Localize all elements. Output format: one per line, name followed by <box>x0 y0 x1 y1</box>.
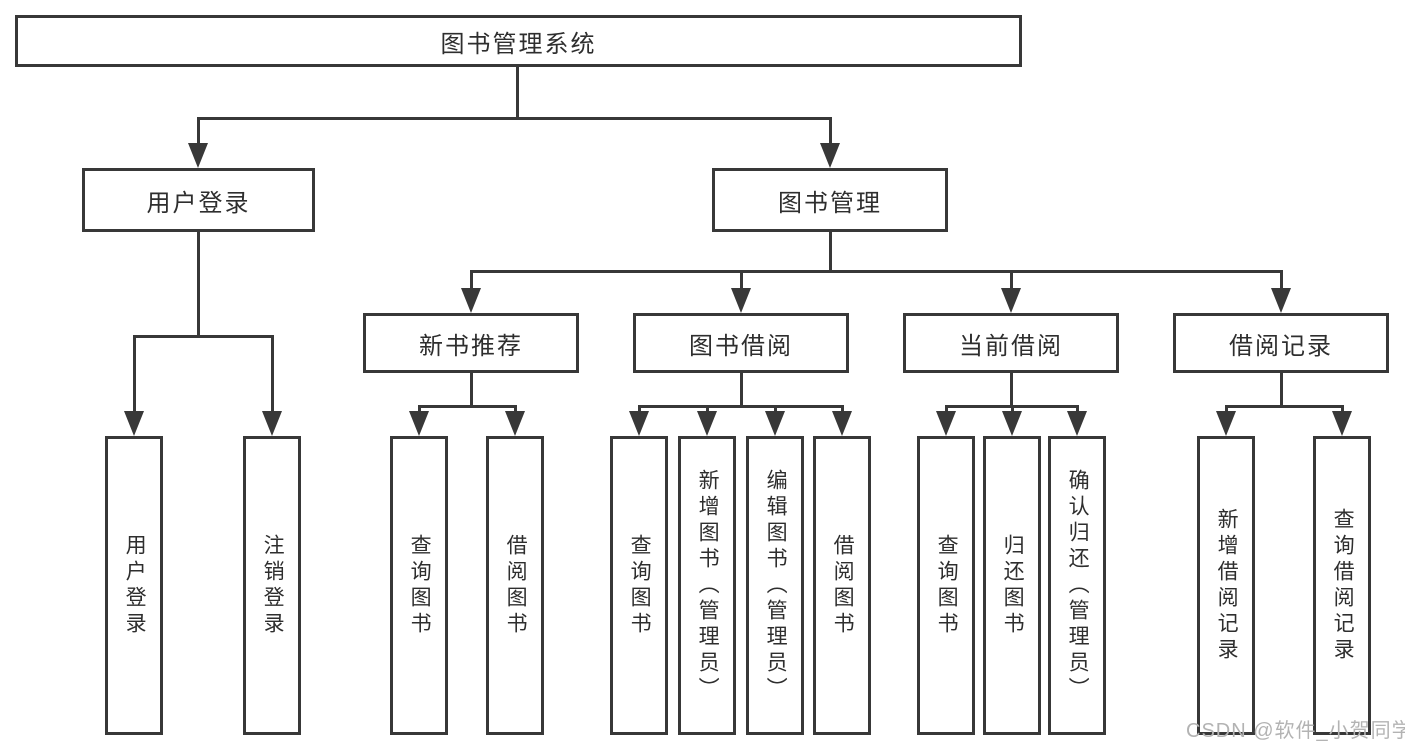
connector-line <box>515 67 519 118</box>
connector-line <box>840 406 844 413</box>
node-book-management-label: 图书管理 <box>778 189 882 217</box>
connector-line <box>1340 406 1344 413</box>
leaf-confirm-return-admin: 确认归还（管理员） <box>1048 436 1106 735</box>
arrowhead-icon <box>1001 288 1021 313</box>
connector-line <box>944 406 948 413</box>
node-book-borrow-label: 图书借阅 <box>689 332 793 360</box>
arrowhead-icon <box>461 288 481 313</box>
leaf-borrow-books-1-label: 借阅图书 <box>504 533 528 638</box>
connector-line <box>513 406 517 413</box>
connector-line <box>469 271 473 290</box>
leaf-borrow-books-2-label: 借阅图书 <box>831 533 855 638</box>
arrowhead-icon <box>1002 411 1022 436</box>
connector-line <box>637 404 844 408</box>
connector-line <box>469 373 473 406</box>
node-user-login-label: 用户登录 <box>146 189 251 217</box>
connector-line <box>1010 406 1014 413</box>
connector-line <box>1279 271 1283 290</box>
connector-line <box>828 232 832 271</box>
connector-line <box>417 404 517 408</box>
arrowhead-icon <box>1332 411 1352 436</box>
connector-line <box>773 406 777 413</box>
connector-line <box>1009 373 1013 406</box>
connector-line <box>739 373 743 406</box>
connector-line <box>1075 406 1079 413</box>
arrowhead-icon <box>262 411 282 436</box>
connector-line <box>132 336 136 413</box>
leaf-logout-label: 注销登录 <box>261 533 285 638</box>
connector-line <box>196 116 832 120</box>
arrowhead-icon <box>1216 411 1236 436</box>
connector-line <box>739 271 743 290</box>
leaf-add-borrow-record-label: 新增借阅记录 <box>1215 507 1239 664</box>
node-user-login: 用户登录 <box>82 168 315 232</box>
leaf-logout: 注销登录 <box>243 436 301 735</box>
leaf-add-book-admin-label: 新增图书（管理员） <box>696 468 720 703</box>
arrowhead-icon <box>731 288 751 313</box>
connector-line <box>705 406 709 413</box>
node-book-management: 图书管理 <box>712 168 948 232</box>
leaf-query-books-1-label: 查询图书 <box>408 533 432 638</box>
node-new-book-recommend: 新书推荐 <box>363 313 579 373</box>
node-new-book-recommend-label: 新书推荐 <box>419 332 523 360</box>
leaf-query-borrow-record: 查询借阅记录 <box>1313 436 1371 735</box>
leaf-edit-book-admin: 编辑图书（管理员） <box>746 436 804 735</box>
leaf-borrow-books-1: 借阅图书 <box>486 436 544 735</box>
leaf-query-books-3: 查询图书 <box>917 436 975 735</box>
connector-line <box>1279 373 1283 406</box>
connector-line <box>196 118 200 145</box>
leaf-query-books-3-label: 查询图书 <box>935 533 959 638</box>
arrowhead-icon <box>124 411 144 436</box>
node-current-borrow: 当前借阅 <box>903 313 1119 373</box>
leaf-query-books-1: 查询图书 <box>390 436 448 735</box>
arrowhead-icon <box>936 411 956 436</box>
watermark: CSDN @软件_小贺同学 <box>1186 720 1405 742</box>
node-borrow-records-label: 借阅记录 <box>1229 332 1333 360</box>
connector-line <box>132 334 274 338</box>
node-borrow-records: 借阅记录 <box>1173 313 1389 373</box>
leaf-query-books-2-label: 查询图书 <box>628 533 652 638</box>
leaf-borrow-books-2: 借阅图书 <box>813 436 871 735</box>
node-book-borrow: 图书借阅 <box>633 313 849 373</box>
node-current-borrow-label: 当前借阅 <box>959 332 1063 360</box>
connector-line <box>1224 404 1344 408</box>
arrowhead-icon <box>820 143 840 168</box>
arrowhead-icon <box>765 411 785 436</box>
connector-line <box>469 269 1283 273</box>
connector-line <box>828 118 832 145</box>
connector-line <box>1224 406 1228 413</box>
connector-line <box>417 406 421 413</box>
connector-line <box>270 336 274 413</box>
arrowhead-icon <box>832 411 852 436</box>
arrowhead-icon <box>409 411 429 436</box>
node-root: 图书管理系统 <box>15 15 1022 67</box>
arrowhead-icon <box>629 411 649 436</box>
leaf-query-borrow-record-label: 查询借阅记录 <box>1331 507 1355 664</box>
leaf-add-borrow-record: 新增借阅记录 <box>1197 436 1255 735</box>
arrowhead-icon <box>505 411 525 436</box>
arrowhead-icon <box>697 411 717 436</box>
leaf-return-book-label: 归还图书 <box>1001 533 1025 638</box>
leaf-user-login: 用户登录 <box>105 436 163 735</box>
leaf-query-books-2: 查询图书 <box>610 436 668 735</box>
node-root-label: 图书管理系统 <box>440 30 597 58</box>
leaf-user-login-label: 用户登录 <box>123 533 147 638</box>
connector-line <box>637 406 641 413</box>
leaf-edit-book-admin-label: 编辑图书（管理员） <box>764 468 788 703</box>
leaf-return-book: 归还图书 <box>983 436 1041 735</box>
arrowhead-icon <box>1271 288 1291 313</box>
connector-line <box>1009 271 1013 290</box>
leaf-confirm-return-admin-label: 确认归还（管理员） <box>1066 468 1090 703</box>
arrowhead-icon <box>188 143 208 168</box>
leaf-add-book-admin: 新增图书（管理员） <box>678 436 736 735</box>
arrowhead-icon <box>1067 411 1087 436</box>
connector-line <box>196 232 200 336</box>
